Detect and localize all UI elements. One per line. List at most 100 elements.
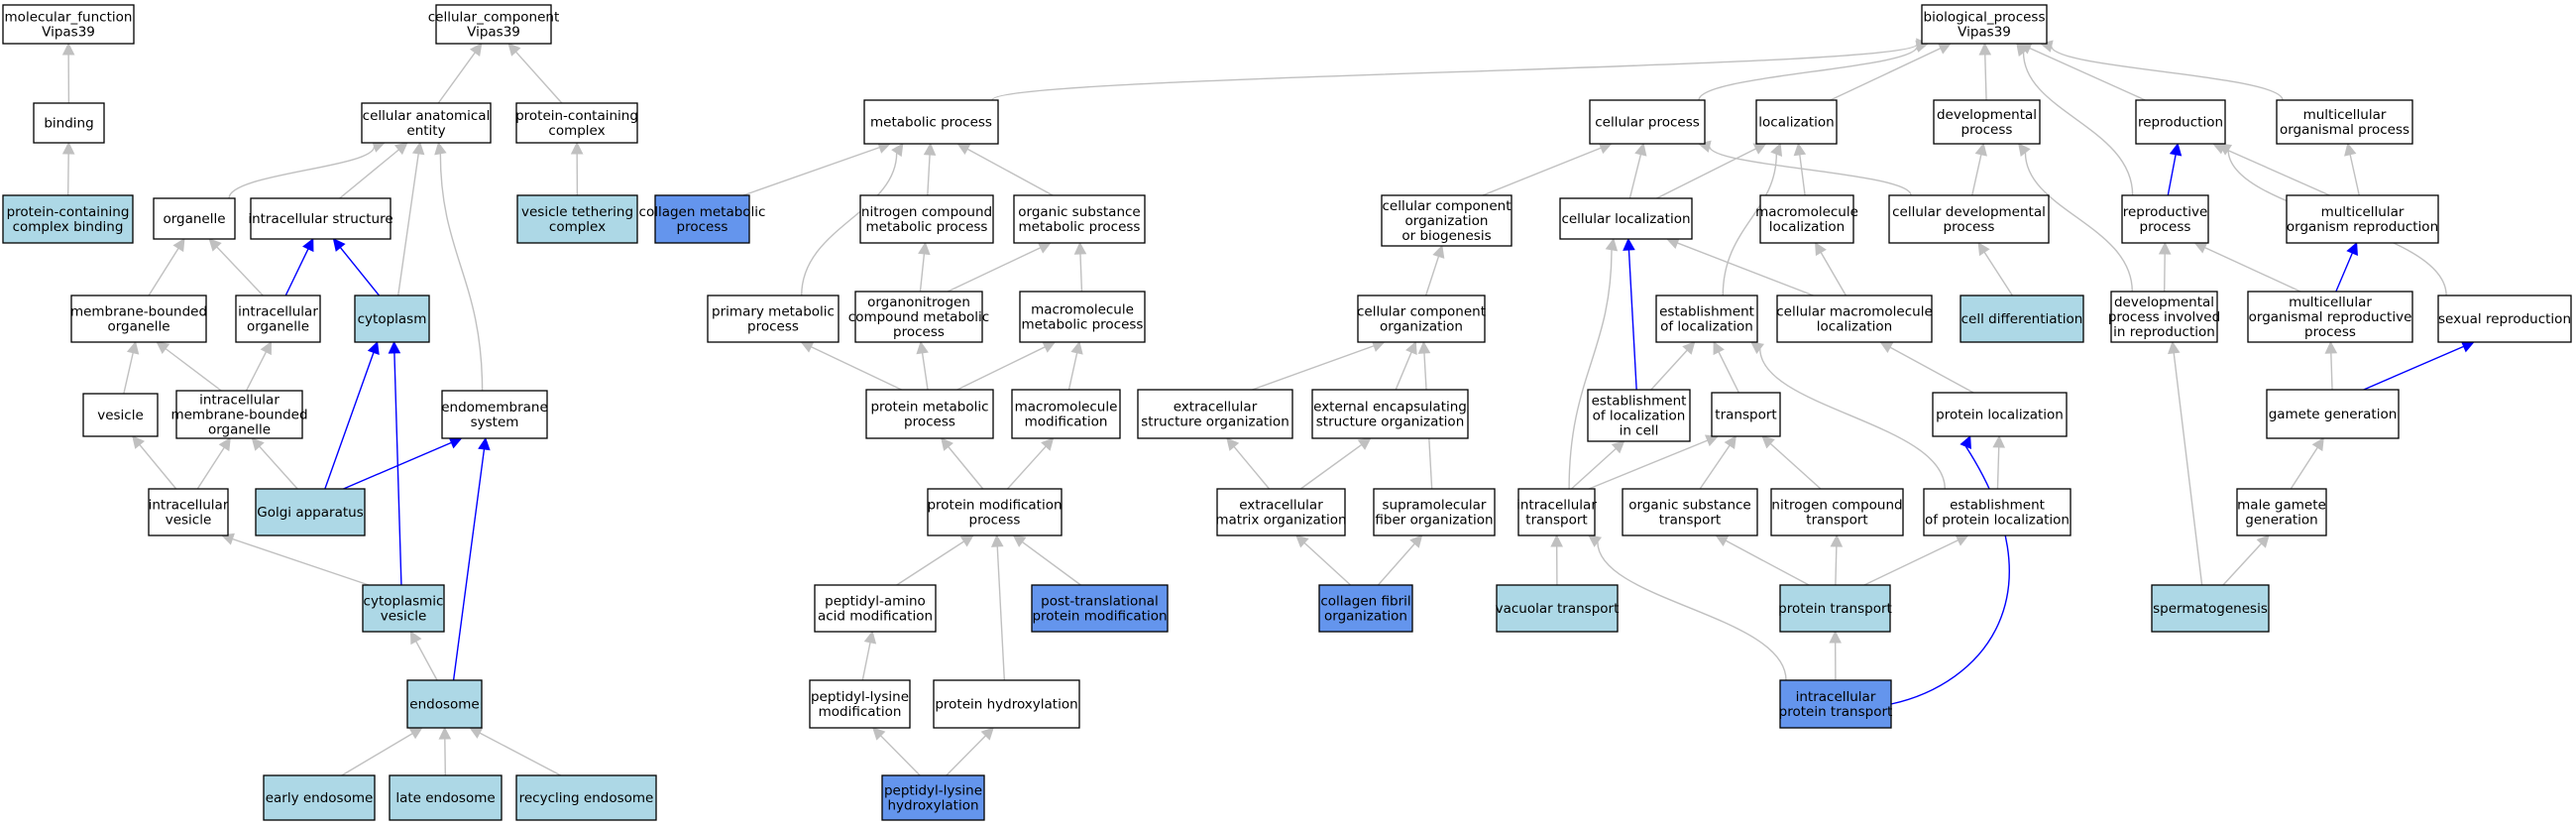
term-box [1960,295,2084,343]
edge-line [165,348,222,392]
edge-malegam-to-gamgen [2290,437,2324,490]
edge-line [1984,54,1987,101]
arrowhead [1977,242,1990,257]
arrowhead [1432,244,1445,259]
arrowhead [1417,340,1431,354]
arrowhead [1357,437,1372,450]
term-label-line: complex [548,123,605,139]
edge-estlocc-to-cellloc [1623,237,1637,391]
term-label-line: peptidyl-lysine [884,783,982,799]
edge-cfo-to-sfo [1377,534,1423,586]
edge-line [811,346,902,391]
term-box [1373,488,1496,536]
term-label-line: membrane-bounded [70,304,207,320]
edge-line [1971,154,1982,196]
edge-ivesicle-to-imbo [196,437,231,490]
edge-celldev-to-cellproc [1697,140,1912,196]
arrowhead [990,533,1004,547]
edge-line [1570,447,1617,490]
edge-line [948,446,984,490]
term-label-line: organism reproduction [2287,219,2438,235]
term-box [654,194,750,244]
term-label-line: multicellular [2321,204,2405,220]
term-label-line: reproduction [2138,115,2223,131]
edge-orgnit-to-osmp [947,242,1052,293]
edge-line [216,246,264,296]
term-label-line: of protein localization [1925,513,2070,529]
edge-line [2330,352,2333,391]
edge-line [1718,351,1740,394]
term-label-line: localization [1758,115,1834,131]
term-box [863,99,999,145]
arrowhead [570,141,584,155]
edge-line [1233,445,1271,490]
go-term-repro: reproduction [2135,99,2226,145]
edge-line [1698,46,1919,101]
edge-line [123,352,134,395]
term-label-line: developmental [2114,295,2214,310]
edge-line [996,545,1006,681]
term-label-line: process [969,513,1021,529]
term-label-line: organelle [247,319,309,335]
edge-macmet-to-osmp [1073,241,1087,293]
term-box [389,774,503,821]
edge-ncmp-to-metab [923,142,937,196]
edge-inttrans-to-transport [1588,434,1720,490]
term-label-line: complex [549,219,606,235]
term-label-line: developmental [1937,107,2037,123]
term-label-line: molecular_function [5,10,133,26]
term-label-line: metabolic process [870,115,992,131]
term-label-line: entity [406,123,445,139]
arrowhead [2324,340,2338,354]
edge-local-to-bp_root [1830,43,1952,101]
term-box [1011,389,1121,439]
arrowhead [891,143,904,158]
term-label-line: extracellular [1174,400,1258,415]
go-term-cellloc: cellular localization [1559,197,1693,240]
edge-line [479,732,562,776]
edge-devproc-to-bp_root [1978,42,1992,101]
edge-prottrans-to-ostrans [1715,534,1810,586]
arrowhead [2256,534,2270,548]
term-box [406,679,483,729]
arrowhead [251,437,265,451]
term-box [2110,291,2218,343]
arrowhead [332,238,346,252]
edge-line [947,247,1042,293]
term-box [82,393,159,437]
term-label-line: of localization [1660,319,1753,335]
term-label-line: modification [1025,414,1108,430]
edge-protmod-to-protmet [941,437,984,490]
term-box [2266,389,2400,439]
edge-macloc-to-local [1793,142,1807,196]
go-term-endosome: endosome [406,679,483,729]
edge-line [2029,47,2146,101]
term-box [515,102,638,144]
edge-golgi-to-imbo [251,437,298,490]
edge-line [228,146,376,199]
edge-prottrans-to-nctrans [1830,533,1844,586]
term-label-line: structure organization [1316,414,1465,430]
edge-line [1627,249,1637,391]
edge-line [1628,154,1642,199]
edge-line [1006,445,1047,490]
edge-line [1799,154,1806,196]
go-term-vesicle: vesicle [82,393,159,437]
edge-intprottrans-to-protloc [1890,434,2010,705]
edge-protmod-to-macmod [1006,437,1055,490]
edge-vesicle-to-mbo [123,340,140,395]
edge-pcc-to-cc_root [507,43,563,104]
term-box [263,774,376,821]
term-box [865,389,994,439]
term-label-line: sexual reproduction [2438,311,2571,327]
term-label-line: collagen fibril [1320,594,1410,610]
arrowhead [1409,534,1423,548]
term-label-line: intracellular [238,304,318,320]
edge-iorg-to-organelle [208,238,264,296]
